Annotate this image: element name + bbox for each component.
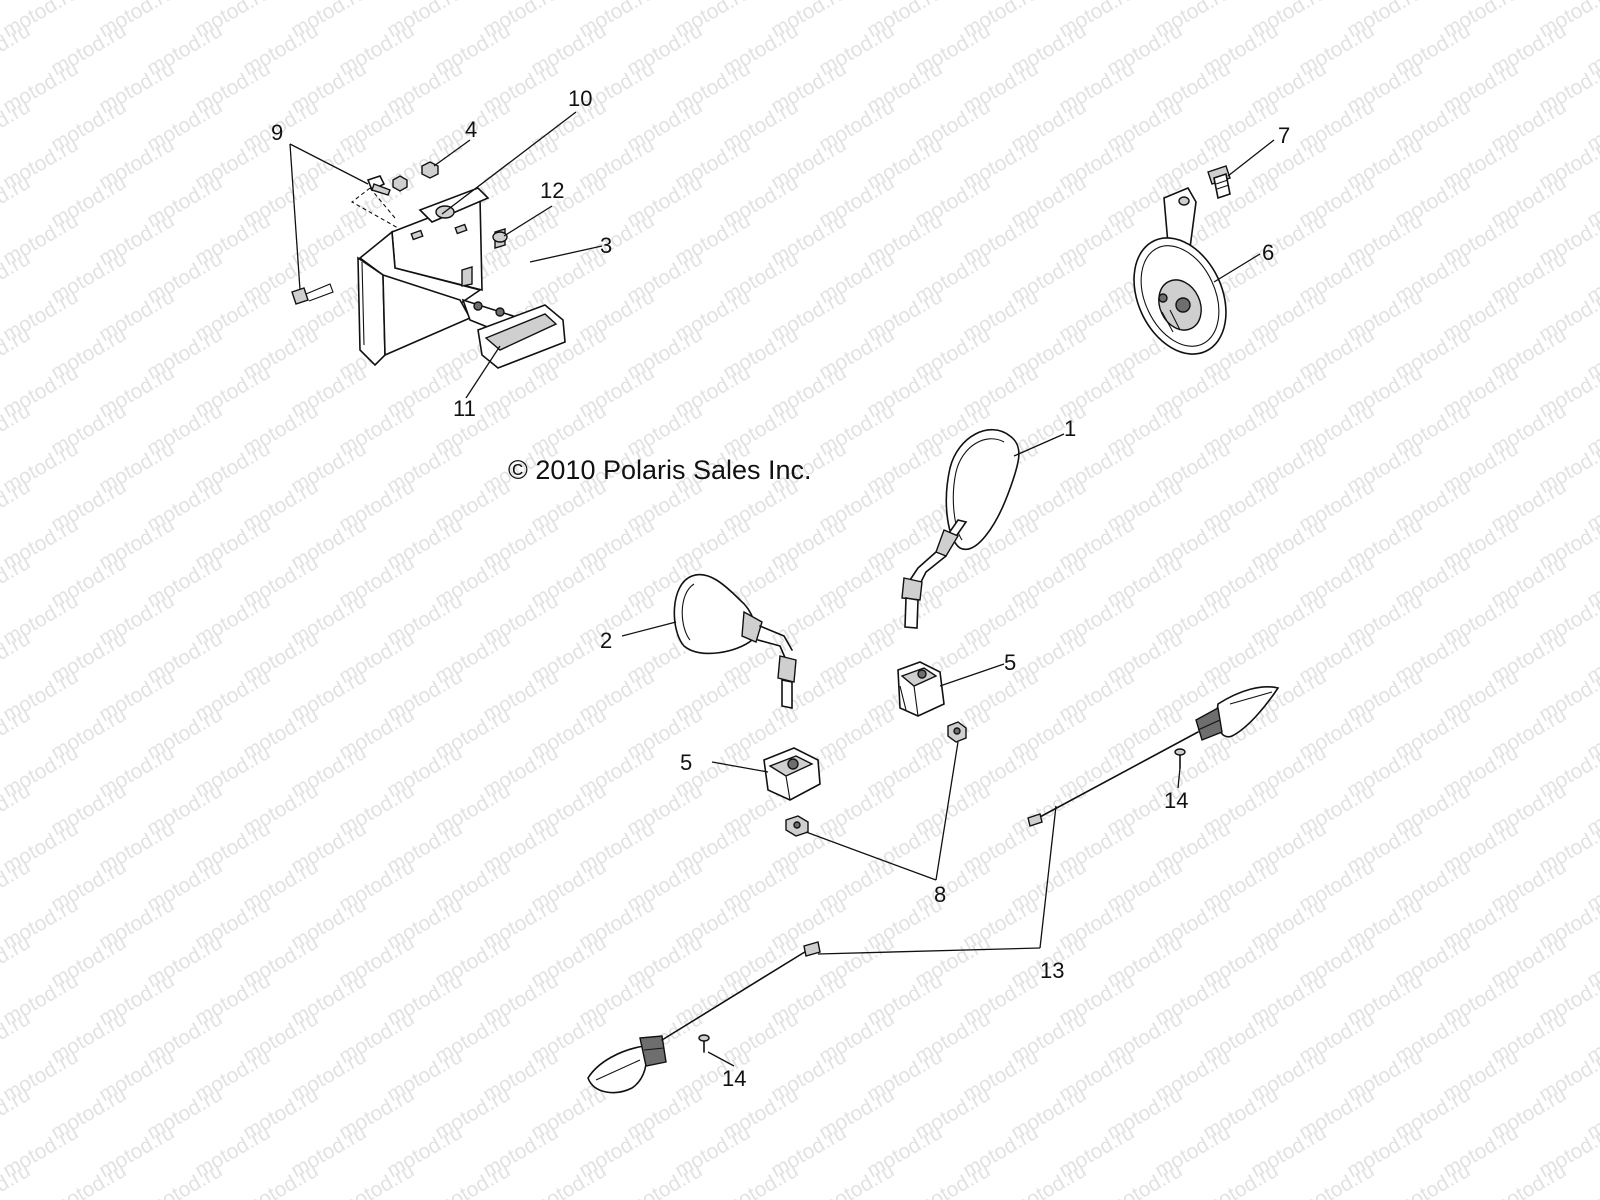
callout-5-lower: 5 <box>680 750 692 775</box>
callout-11: 11 <box>453 396 476 421</box>
watermark-text: motod.ru <box>0 0 34 4</box>
mirror-right <box>901 429 1020 629</box>
watermark-text: motod.ru <box>431 1159 514 1200</box>
watermark-text: motod.ru <box>719 1159 802 1200</box>
callout-3: 3 <box>600 233 612 258</box>
leader-lines <box>289 111 1275 1067</box>
watermark-text: motod.ru <box>1199 1159 1282 1200</box>
watermark-text: motod.ru <box>143 1159 226 1200</box>
callout-2: 2 <box>600 628 612 653</box>
copyright-notice: © 2010 Polaris Sales Inc. <box>508 455 812 485</box>
watermark-text: motod.ru <box>335 1159 418 1200</box>
license-light-bracket-assembly <box>291 161 566 369</box>
watermark-text: motod.ru <box>1007 1159 1090 1200</box>
mirror-left <box>673 573 797 709</box>
watermark-text: motod.ru <box>911 1159 994 1200</box>
callout-14-right: 14 <box>1164 788 1188 813</box>
watermark-text: motod.ru <box>1295 1159 1378 1200</box>
watermark-text: motod.ru <box>527 1159 610 1200</box>
callout-8: 8 <box>934 882 946 907</box>
callout-9: 9 <box>271 120 283 145</box>
mirror-mount-clamp-lower <box>763 747 821 801</box>
callout-labels: 9 4 10 12 3 11 7 6 1 2 5 5 8 14 13 14 <box>271 86 1290 1091</box>
callout-14-left: 14 <box>722 1066 746 1091</box>
horn-assembly <box>1133 165 1231 355</box>
callout-7: 7 <box>1278 123 1290 148</box>
callout-12: 12 <box>540 178 564 203</box>
watermark-text: motod.ru <box>1103 1159 1186 1200</box>
watermark-text: motod.ru <box>1391 1159 1474 1200</box>
signal-screws <box>698 748 1186 1053</box>
watermark-text: motod.ru <box>815 1159 898 1200</box>
turn-signal-right <box>1027 685 1280 827</box>
clamp-nuts <box>785 721 967 837</box>
watermark-text: motod.ru <box>239 1159 322 1200</box>
callout-13: 13 <box>1040 958 1064 983</box>
watermark-text: motod.ru <box>623 1159 706 1200</box>
callout-10: 10 <box>568 86 592 111</box>
mirror-mount-clamp-upper <box>897 661 945 717</box>
callout-4: 4 <box>465 117 477 142</box>
watermark-text: motod.ru <box>1487 1159 1570 1200</box>
turn-signal-left <box>587 941 821 1094</box>
watermark-text: motod.ru <box>47 1159 130 1200</box>
callout-6: 6 <box>1262 240 1274 265</box>
watermark-text: motod.ru <box>1583 1159 1600 1200</box>
callout-1: 1 <box>1064 416 1076 441</box>
callout-5-upper: 5 <box>1004 650 1016 675</box>
